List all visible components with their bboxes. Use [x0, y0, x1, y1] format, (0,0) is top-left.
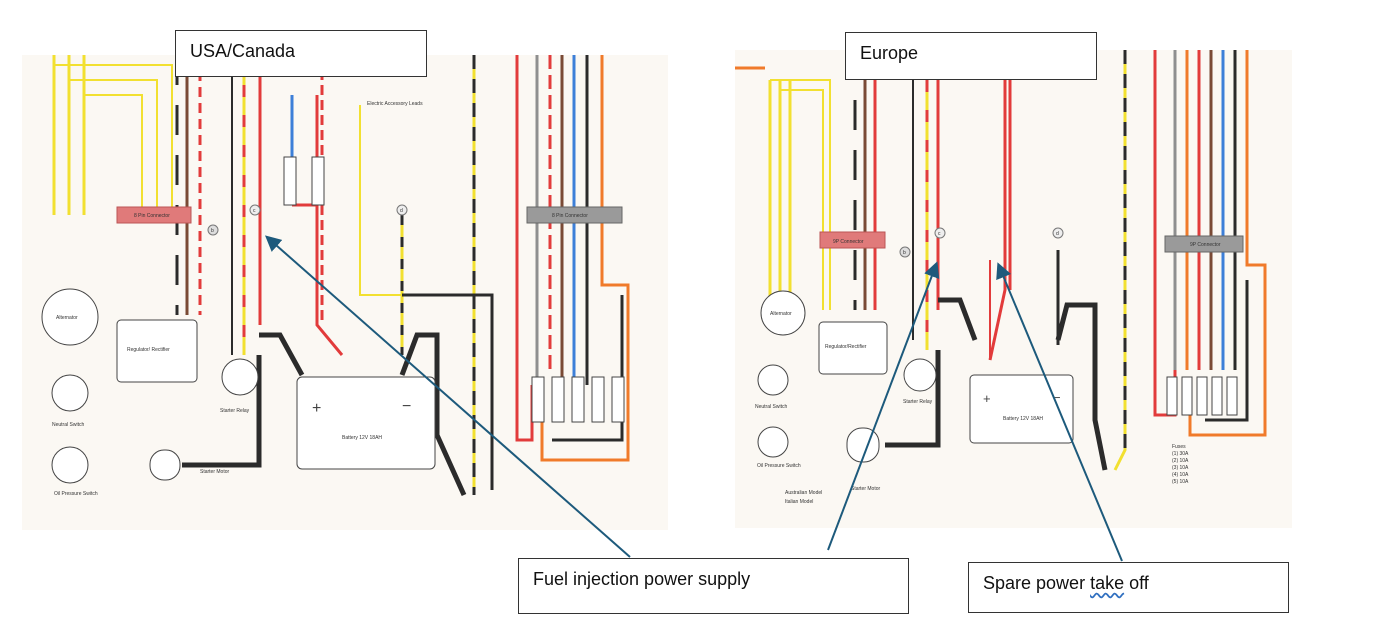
marker-b: b	[903, 250, 906, 256]
connector-label: 9P Connector	[833, 239, 864, 245]
marker-c: c	[938, 231, 941, 237]
alternator-label: Alternator	[56, 315, 78, 321]
battery-label: Battery 12V 18AH	[342, 435, 382, 441]
fuses-title: Fuses	[1172, 444, 1186, 450]
regulator-label: Regulator/Rectifier	[825, 344, 867, 350]
starter-motor-label: Starter Motor	[851, 486, 881, 492]
accessory-leads-label: Electric Accessory Leads	[367, 101, 423, 107]
alternator-label: Alternator	[770, 311, 792, 317]
europe-wiring-diagram: 9P Connector 9P Connector Alternator Reg…	[735, 50, 1292, 528]
model-note-i: Italian Model	[785, 499, 813, 505]
marker-d: d	[1056, 231, 1059, 237]
oil-pressure-switch-label: Oil Pressure Switch	[757, 463, 801, 469]
fuse-3: (3) 10A	[1172, 465, 1189, 471]
marker-c: c	[253, 208, 256, 214]
model-note-a: Australian Model	[785, 490, 822, 496]
starter-motor-label: Starter Motor	[200, 469, 230, 475]
svg-text:+: +	[983, 391, 991, 406]
europe-label: Europe	[845, 32, 1097, 80]
fuse-1: (1) 30A	[1172, 451, 1189, 457]
usa-canada-label: USA/Canada	[175, 30, 427, 77]
starter-relay-label: Starter Relay	[903, 399, 933, 405]
regulator-label: Regulator/ Rectifier	[127, 347, 170, 353]
connector-label: 8 Pin Connector	[552, 213, 588, 219]
svg-text:−: −	[402, 398, 411, 415]
connector-label: 9P Connector	[1190, 242, 1221, 248]
neutral-switch-label: Neutral Switch	[755, 404, 787, 410]
neutral-switch-label: Neutral Switch	[52, 422, 84, 428]
fuel-injection-callout: Fuel injection power supply	[518, 558, 909, 614]
fuse-2: (2) 10A	[1172, 458, 1189, 464]
marker-d: d	[400, 208, 403, 214]
fuel-injection-text: Fuel injection power supply	[533, 569, 751, 589]
battery-label: Battery 12V 18AH	[1003, 416, 1043, 422]
starter-relay-label: Starter Relay	[220, 408, 250, 414]
marker-b: b	[211, 228, 214, 234]
usa-canada-text: USA/Canada	[190, 41, 296, 61]
europe-text: Europe	[860, 43, 919, 63]
spare-power-text-2: take	[1090, 573, 1125, 593]
fuse-4: (4) 10A	[1172, 472, 1189, 478]
spare-power-text-3: off	[1124, 573, 1149, 593]
svg-text:+: +	[312, 400, 321, 417]
svg-text:−: −	[1053, 390, 1061, 405]
spare-power-text-1: Spare power	[983, 573, 1091, 593]
oil-pressure-switch-label: Oil Pressure Switch	[54, 491, 98, 497]
connector-label: 8 Pin Connector	[134, 213, 170, 219]
fuse-5: (5) 10A	[1172, 479, 1189, 485]
usa-wiring-diagram: 8 Pin Connector 8 Pin Connector Alternat…	[22, 55, 668, 530]
spare-power-callout: Spare power take off	[968, 562, 1289, 613]
